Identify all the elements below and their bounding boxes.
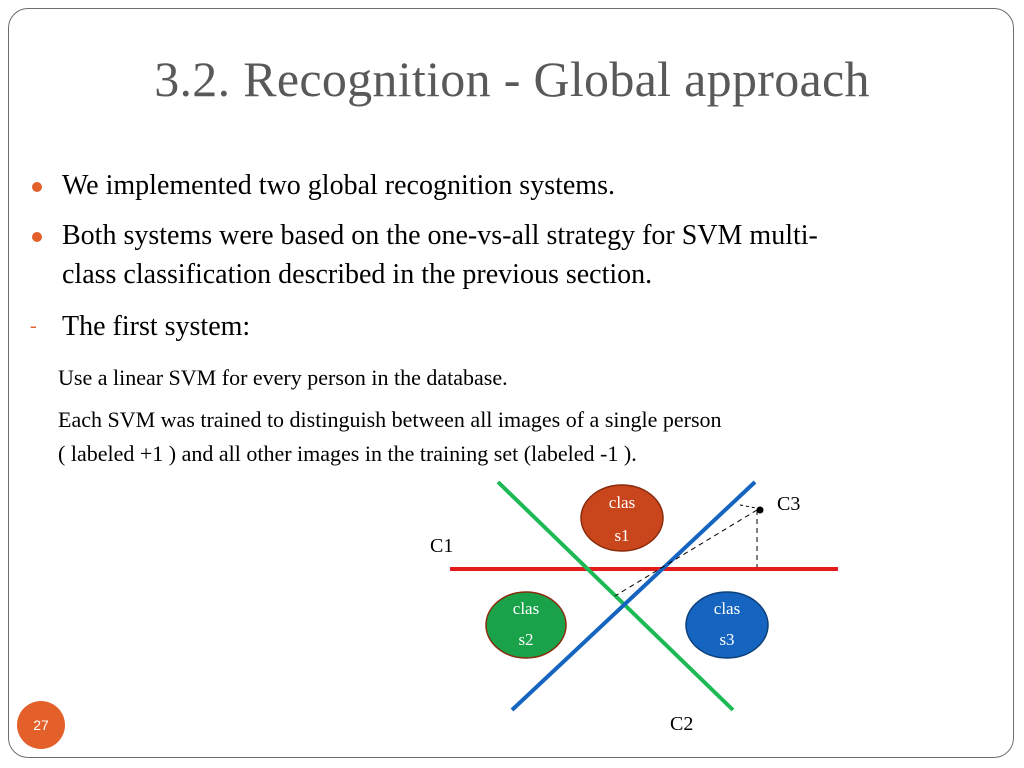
slide-frame xyxy=(8,8,1014,758)
page-number-badge: 27 xyxy=(17,701,65,749)
bullet-1: We implemented two global recognition sy… xyxy=(62,170,615,201)
class-1-ellipse xyxy=(580,484,664,552)
slide-title: 3.2. Recognition - Global approach xyxy=(154,51,870,107)
class-1-label-line-1: clas xyxy=(609,493,635,512)
label-c2: C2 xyxy=(670,713,693,735)
bullet-2-line-1: Both systems were based on the one-vs-al… xyxy=(62,220,818,251)
class-3-label-line-2: s3 xyxy=(719,630,734,649)
bullet-dot xyxy=(32,182,42,192)
paragraph-1: Use a linear SVM for every person in the… xyxy=(58,365,508,390)
class-1-label-line-2: s1 xyxy=(614,526,629,545)
class-3-label-line-1: clas xyxy=(714,599,740,618)
label-c1: C1 xyxy=(430,535,453,557)
sample-point xyxy=(756,506,764,514)
sub-bullet: The first system: xyxy=(62,311,251,342)
separator-line-c3 xyxy=(510,480,757,712)
bullet-dot xyxy=(32,232,42,242)
dash-marker: - xyxy=(30,315,37,337)
paragraph-2-line-2: ( labeled +1 ) and all other images in t… xyxy=(58,441,637,466)
class-2-ellipse xyxy=(485,591,567,659)
class-2-label-line-1: clas xyxy=(513,599,539,618)
paragraph-2-line-1: Each SVM was trained to distinguish betw… xyxy=(58,407,722,432)
bullet-2-line-2: class classification described in the pr… xyxy=(62,259,653,290)
class-3-ellipse xyxy=(685,591,769,659)
dashed-projection-diagonal xyxy=(614,509,758,597)
label-c3: C3 xyxy=(777,493,800,515)
class-2-label-line-2: s2 xyxy=(518,630,533,649)
dashed-projection-short xyxy=(739,504,757,509)
